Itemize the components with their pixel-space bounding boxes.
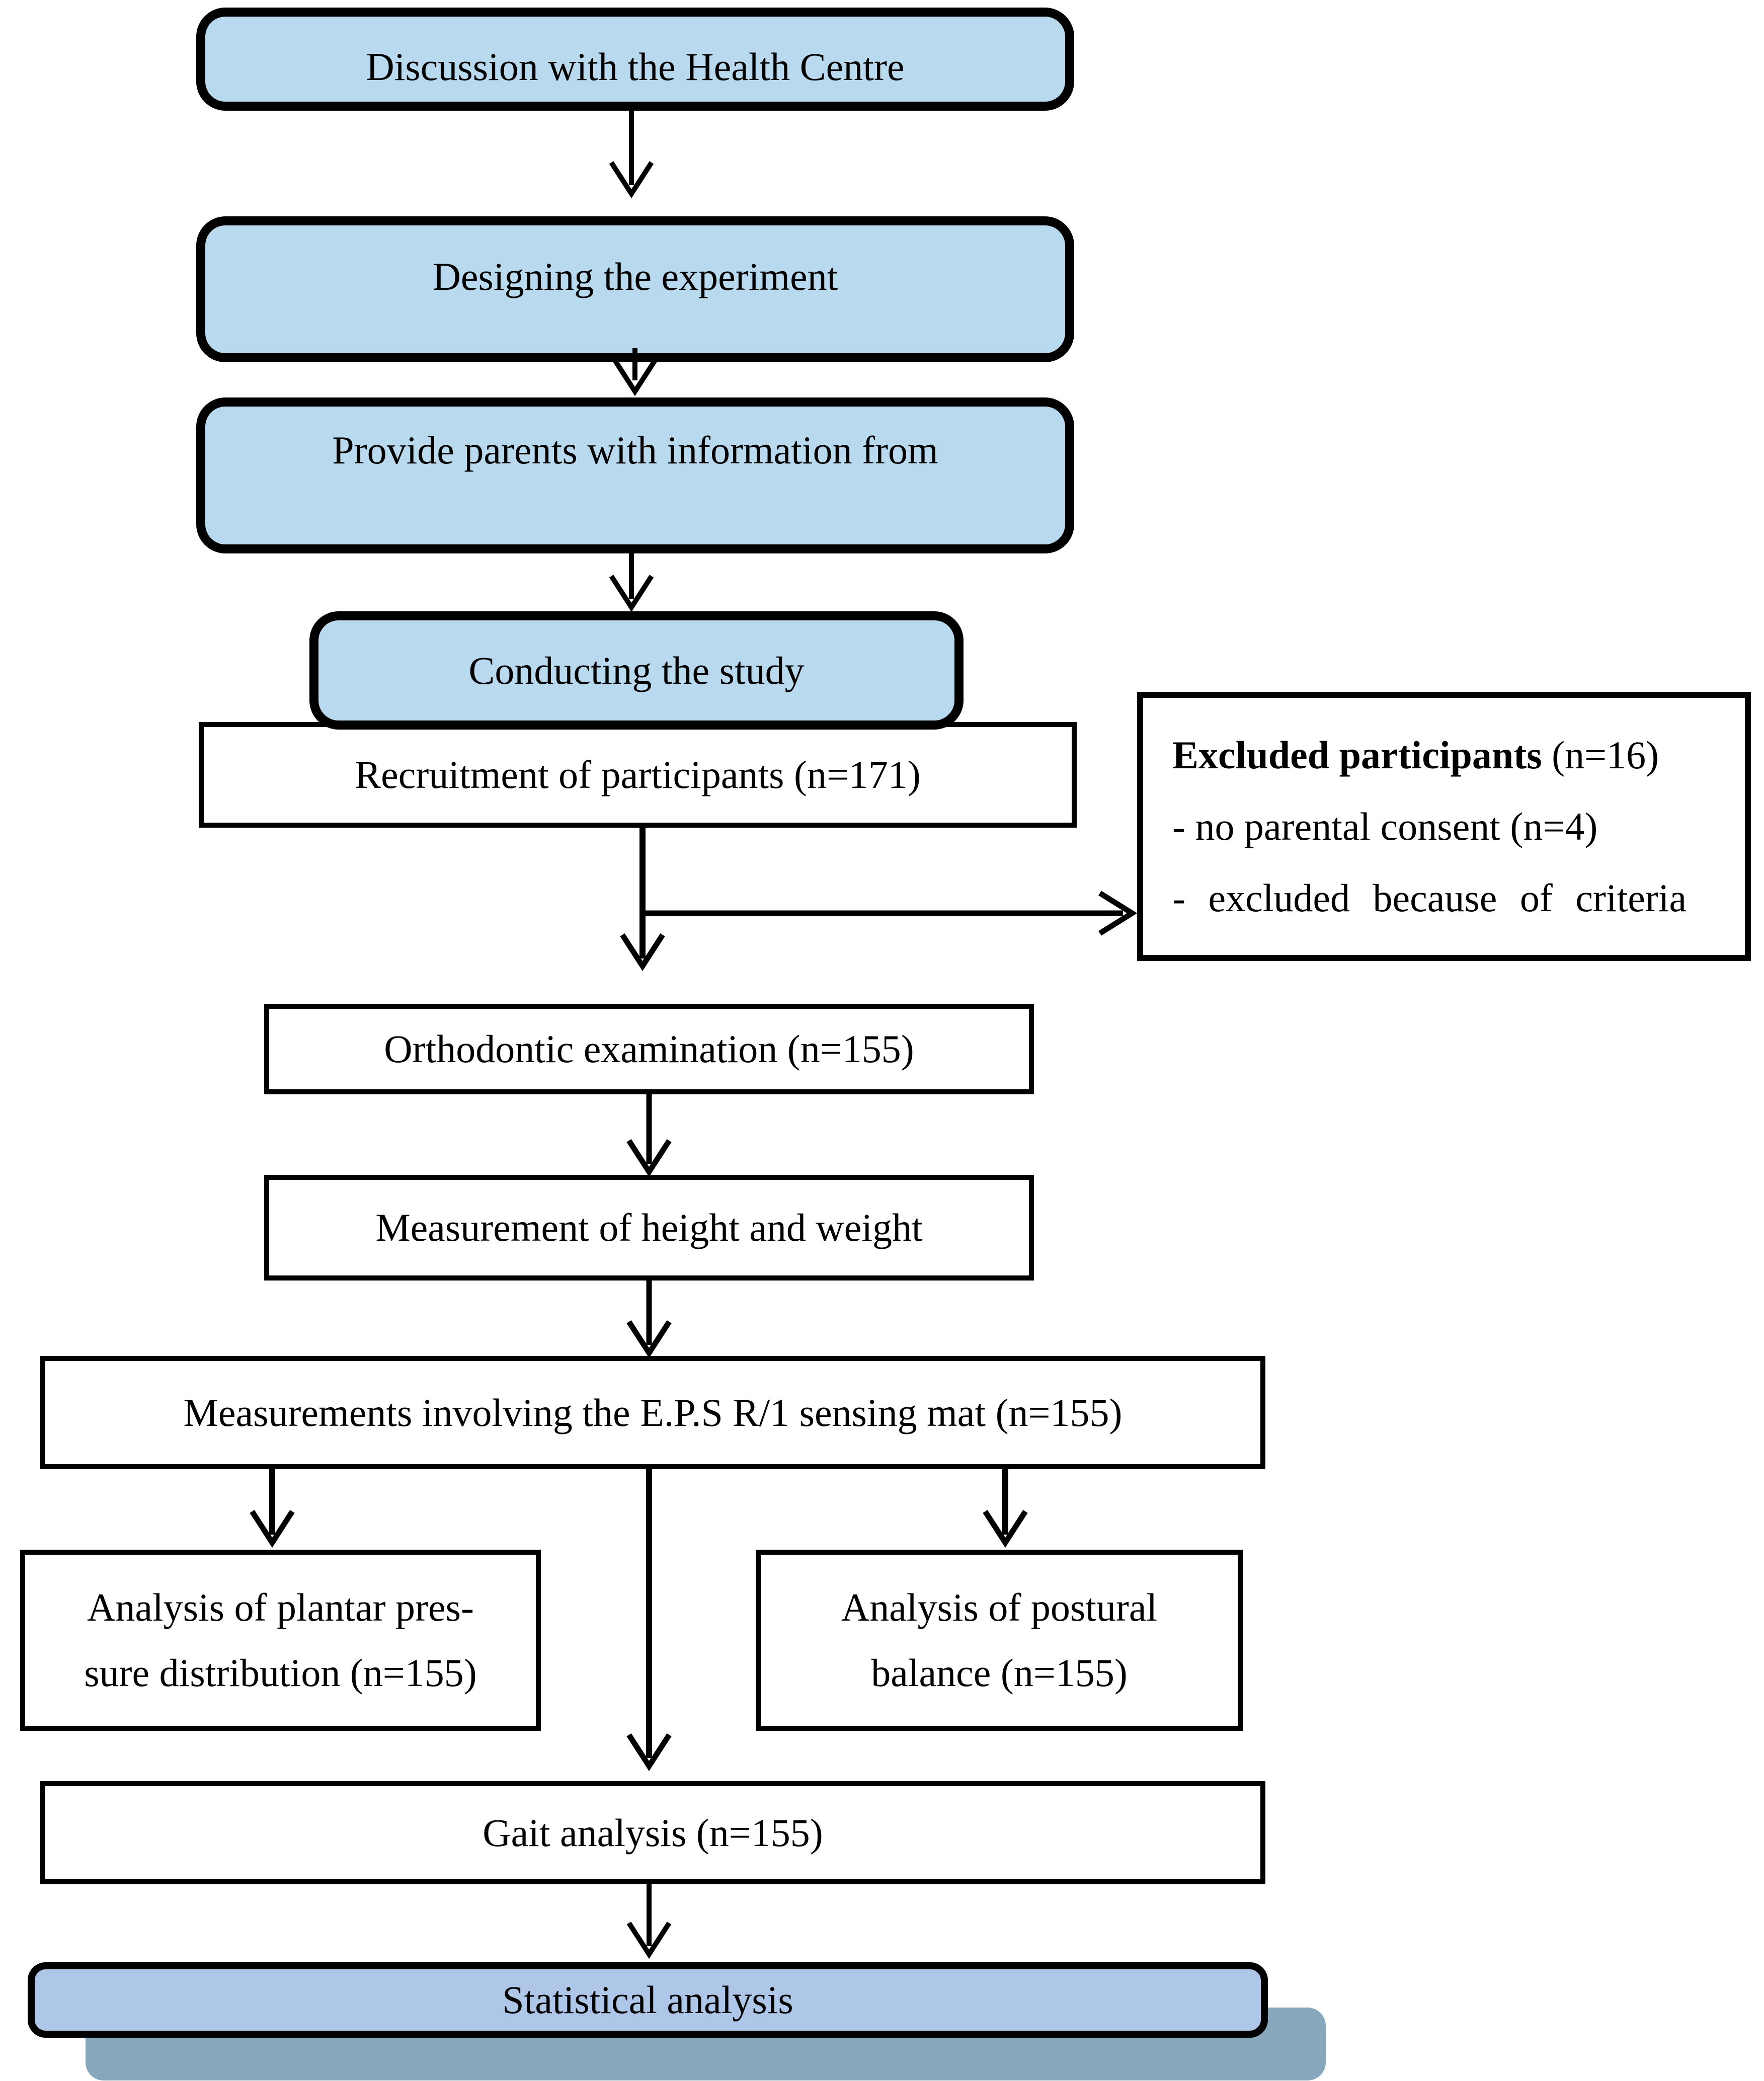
excluded-item-no-consent: - no parental consent (n=4) (1172, 804, 1598, 848)
arrow-down-icon (250, 1468, 295, 1548)
node-label-line2: sure distribution (n=155) (84, 1651, 477, 1695)
excluded-title-bold: Excluded participants (1172, 733, 1542, 777)
node-label: Measurements involving the E.P.S R/1 sen… (183, 1390, 1122, 1434)
excluded-title-count: (n=16) (1542, 733, 1659, 777)
node-label: Designing the experiment (432, 255, 838, 299)
node-plantar-pressure-analysis: Analysis of plantar pres- sure distribut… (20, 1550, 541, 1731)
arrow-down-icon (626, 1883, 672, 1959)
excluded-title: Excluded participants (n=16) (1172, 719, 1659, 791)
node-label: Discussion with the Health Centre (366, 44, 905, 89)
node-orthodontic-examination: Orthodontic examination (n=155) (264, 1004, 1034, 1094)
node-label-line2: balance (n=155) (871, 1651, 1128, 1695)
node-provide-parents-information: Provide parents with information from (196, 397, 1074, 553)
node-measurement-height-weight: Measurement of height and weight (264, 1175, 1034, 1280)
node-postural-balance-analysis: Analysis of postural balance (n=155) (756, 1550, 1243, 1731)
node-label: Measurement of height and weight (375, 1206, 923, 1250)
node-label: Provide parents with information from (332, 428, 938, 472)
node-label: Statistical analysis (502, 1978, 793, 2022)
arrow-down-icon (983, 1468, 1028, 1548)
arrow-down-icon (626, 1279, 672, 1358)
excluded-item-criteria: - excluded because of criteria (1172, 875, 1687, 920)
node-excluded-participants: Excluded participants (n=16) - no parent… (1137, 692, 1751, 961)
arrow-down-icon (626, 1468, 672, 1772)
arrow-down-icon (626, 1093, 672, 1177)
node-designing-experiment: Designing the experiment (196, 216, 1074, 362)
node-label: Conducting the study (468, 648, 805, 692)
node-label: Gait analysis (n=155) (483, 1810, 823, 1855)
node-discussion-with-health-centre: Discussion with the Health Centre (196, 8, 1074, 111)
arrow-down-icon (609, 107, 654, 199)
node-conducting-study: Conducting the study (309, 611, 964, 730)
arrow-down-icon (620, 827, 665, 972)
node-label: Orthodontic examination (n=155) (384, 1027, 914, 1071)
arrow-down-icon (609, 552, 654, 612)
node-label-line1: Analysis of postural (841, 1585, 1158, 1629)
node-recruitment-participants: Recruitment of participants (n=171) (199, 722, 1077, 828)
node-label-line1: Analysis of plantar pres- (87, 1585, 474, 1629)
node-label: Recruitment of participants (n=171) (355, 753, 921, 797)
arrow-right-icon (643, 891, 1138, 936)
node-gait-analysis: Gait analysis (n=155) (40, 1781, 1265, 1884)
node-eps-sensing-mat: Measurements involving the E.P.S R/1 sen… (40, 1356, 1265, 1469)
node-statistical-analysis: Statistical analysis (28, 1962, 1268, 2038)
